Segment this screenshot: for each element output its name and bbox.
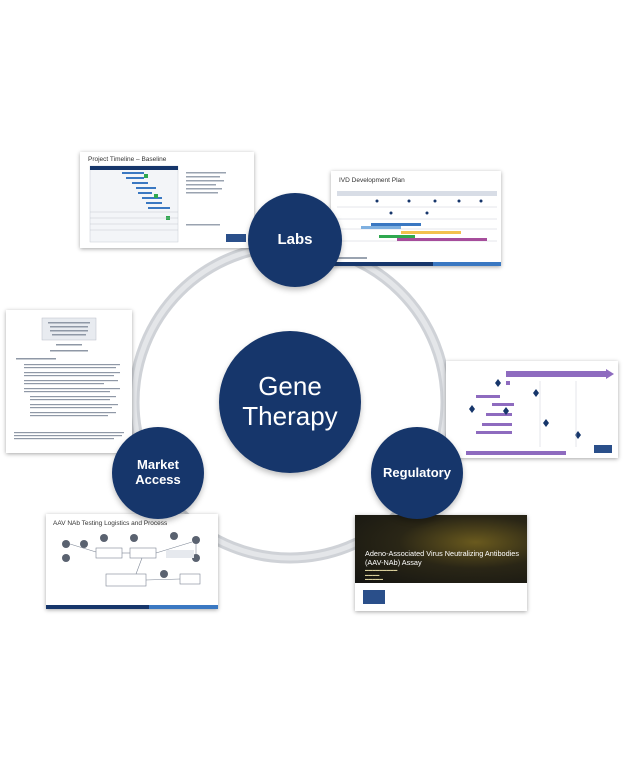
market-label-line1: Market: [137, 457, 179, 473]
slide-footer-bar: [331, 262, 501, 266]
assay-title-slide[interactable]: Adeno-Associated Virus Neutralizing Anti…: [355, 515, 527, 611]
slide-title: Project Timeline – Baseline: [88, 156, 167, 163]
document-page-thumbnail[interactable]: [6, 310, 132, 453]
roadmap-thumbnail: [337, 191, 497, 259]
slide-footer-bar: [46, 605, 218, 609]
market-label-line2: Access: [135, 472, 181, 487]
project-timeline-slide[interactable]: Project Timeline – Baseline: [80, 152, 254, 248]
slide-title: AAV NAb Testing Logistics and Process: [53, 520, 168, 527]
arrow-roadmap-thumbnail: [466, 369, 614, 455]
labs-node[interactable]: Labs: [248, 193, 342, 287]
labs-label: Labs: [277, 231, 313, 249]
document-text-thumbnail: [14, 317, 124, 440]
slide-title: IVD Development Plan: [339, 177, 405, 184]
regulatory-roadmap-slide[interactable]: [446, 361, 618, 458]
slide-title: Adeno-Associated Virus Neutralizing Anti…: [365, 549, 520, 568]
hub-label-line1: Gene: [258, 371, 322, 402]
gene-therapy-hub[interactable]: Gene Therapy: [219, 331, 361, 473]
regulatory-node[interactable]: Regulatory: [371, 427, 463, 519]
ivd-development-plan-slide[interactable]: IVD Development Plan: [331, 171, 501, 266]
market-access-node[interactable]: Market Access: [112, 427, 204, 519]
slide-dark-background: [355, 515, 527, 583]
regulatory-label: Regulatory: [383, 464, 451, 480]
process-flow-thumbnail: [62, 532, 201, 587]
gantt-thumbnail: [89, 165, 246, 243]
company-logo-icon: [363, 590, 385, 604]
slide-subtitle-lines: ▬▬▬▬▬▬▬▬▬▬▬▬▬▬▬▬▬▬: [365, 568, 398, 582]
hub-label-line2: Therapy: [242, 401, 338, 431]
logistics-process-slide[interactable]: AAV NAb Testing Logistics and Process: [46, 514, 218, 609]
